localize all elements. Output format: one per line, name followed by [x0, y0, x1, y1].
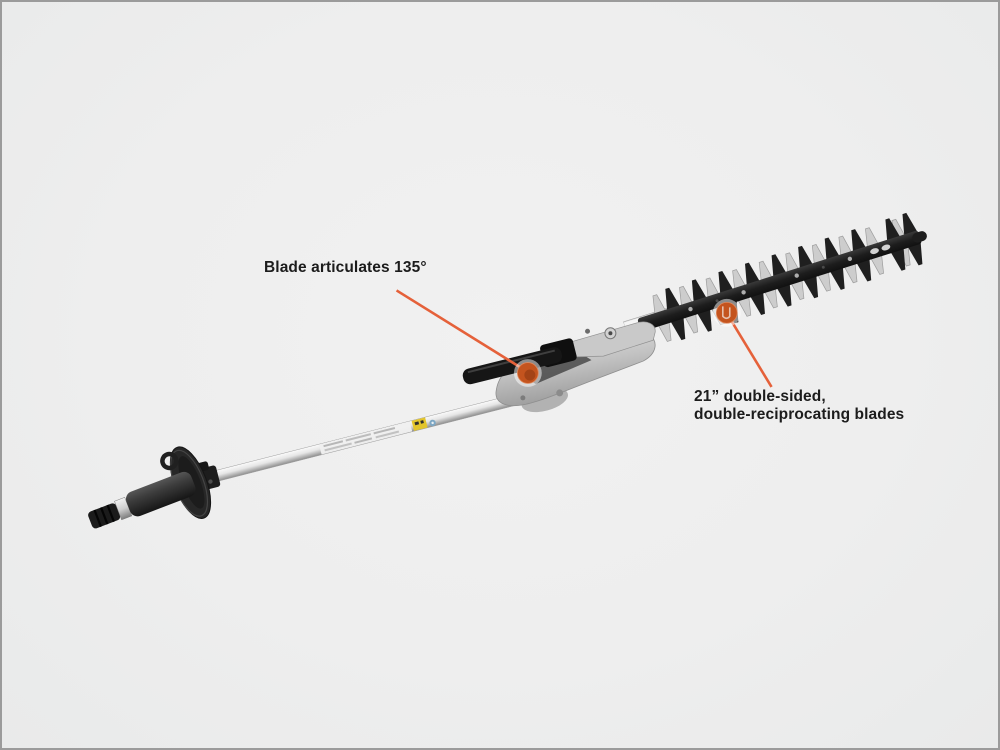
gearbox-clevis-arm: [559, 321, 656, 358]
marker-dot: [517, 362, 539, 384]
marker-dot: [715, 301, 738, 324]
pivot-bolt-center: [608, 331, 613, 336]
end-cap-rib: [99, 507, 109, 525]
hanger-ring: [160, 451, 179, 471]
blade-bolt: [794, 273, 799, 278]
blade-bolt: [688, 306, 693, 312]
blade-assembly: [623, 211, 928, 344]
warning-sticker-mark: [420, 420, 424, 424]
blade-spine-details: [688, 244, 891, 312]
end-cap-rib: [106, 504, 115, 523]
callout-marker-blades: [712, 298, 741, 327]
shaft-spec-label: [319, 417, 436, 455]
end-cap-rib: [93, 509, 102, 528]
callout-label-articulation: Blade articulates 135°: [264, 259, 427, 276]
warning-sticker-mark: [414, 421, 420, 426]
marker-dot-detail: [722, 306, 731, 320]
blade-bolt: [847, 256, 853, 262]
callout-label-blades: 21” double-sided, double-reciprocating b…: [694, 388, 904, 424]
label-text-row: [324, 442, 352, 452]
blade-bolt: [715, 299, 719, 303]
round-sticker-blue-center: [431, 421, 434, 425]
housing-bolt: [520, 395, 526, 401]
blade-tip-hole: [881, 244, 891, 251]
callout-label-blades-line2: double-reciprocating blades: [694, 406, 905, 423]
articulation-lever: [462, 338, 577, 385]
label-text-row: [354, 437, 373, 444]
housing-bolt: [556, 389, 564, 397]
blade-tip-hole: [870, 248, 879, 255]
blade-bolt: [741, 290, 746, 295]
blade-bolt: [821, 265, 825, 269]
housing-bolt: [585, 328, 591, 334]
label-text-row: [323, 440, 344, 448]
callout-marker-articulation: [513, 359, 542, 387]
callout-label-blades-line1: 21” double-sided,: [694, 388, 826, 405]
foam-grip: [125, 471, 196, 517]
label-band: [319, 421, 413, 455]
blade-tip-cap: [912, 231, 927, 243]
lever-bar: [462, 347, 563, 385]
blade-spine: [637, 230, 922, 332]
rear-grip-assembly: [88, 446, 212, 529]
label-text-row: [373, 427, 396, 435]
marker-dot-shade: [524, 369, 536, 381]
warning-sticker-yellow: [411, 417, 428, 431]
callout-line-blades: [725, 312, 773, 388]
callout-graphics: [395, 289, 773, 388]
clamp-bolt: [208, 479, 213, 484]
label-text-row: [345, 433, 372, 442]
callout-line-articulation: [395, 289, 529, 374]
label-text-row: [375, 430, 400, 439]
